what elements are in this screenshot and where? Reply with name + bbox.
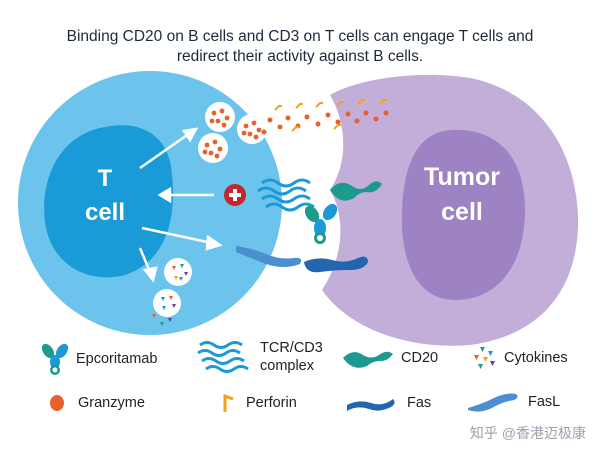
tumor-cell-label-line-1: Tumor [424,163,500,191]
arrowhead-fasl [205,234,223,251]
activity-arrows [138,127,223,283]
legend-epcoritamab-label: Epcoritamab [76,351,158,367]
granzyme-perforin-stream [261,99,389,135]
cd20-receptor [330,181,382,201]
epcoritamab-antibody [304,203,338,244]
perforin-icon [223,393,234,412]
tumor-cell: Tumor cell [322,74,579,346]
legend-fas: Fas [345,393,431,413]
fasl-ligand [236,246,302,267]
t-cell-label-line-2: cell [85,199,125,226]
arrowhead-granzyme [181,127,199,143]
tcr-cd3-icon [197,341,249,373]
legend-perforin-label: Perforin [246,395,297,411]
fasl-icon [468,393,518,412]
tcr-cd3-complex [257,178,315,212]
fas-icon [347,399,395,411]
arrow-to-fasl [141,226,213,245]
arrowhead-signal [157,186,172,204]
caption-line-1: Binding CD20 on B cells and CD3 on T cel… [66,28,534,45]
cd20-icon [343,351,393,368]
legend-cd20-label: CD20 [401,350,439,366]
legend-granzyme-label: Granzyme [78,395,145,411]
cytokine-vesicles [152,258,192,326]
legend-tcr-cd3: TCR/CD3 complex [196,338,323,376]
fas-receptor [304,256,368,273]
legend-tcr-line-2: complex [260,358,314,374]
granzyme-vesicles [198,102,267,163]
watermark-text: 知乎 @香港迈极康 [469,425,586,441]
diagram-caption: Binding CD20 on B cells and CD3 on T cel… [0,27,600,67]
legend-cd20: CD20 [341,348,438,368]
legend-tcr-line-1: TCR/CD3 [260,340,323,356]
t-cell-label-line-1: T [98,165,113,192]
legend-fas-label: Fas [407,395,432,411]
activation-plus-icon [224,184,246,206]
legend-perforin: Perforin [222,392,297,414]
caption-line-2: redirect their activity against B cells. [176,48,424,65]
legend-epcoritamab: Epcoritamab [40,342,157,376]
legend-fasl-label: FasL [528,394,561,410]
cytokines-icon [474,347,495,369]
legend-granzyme: Granzyme [48,393,145,413]
legend-cytokines-label: Cytokines [504,350,568,366]
legend-cytokines: Cytokines [470,345,568,371]
epcoritamab-icon [41,343,69,375]
arrow-to-granzyme [139,131,191,170]
arrowhead-cytokines [142,266,158,283]
legend-tcr-cd3-label: TCR/CD3 complex [260,339,323,375]
tumor-cell-label-line-2: cell [441,198,483,226]
legend-fasl: FasL [466,390,560,414]
arrow-to-cytokines [138,247,152,273]
granzyme-icon [50,395,64,411]
